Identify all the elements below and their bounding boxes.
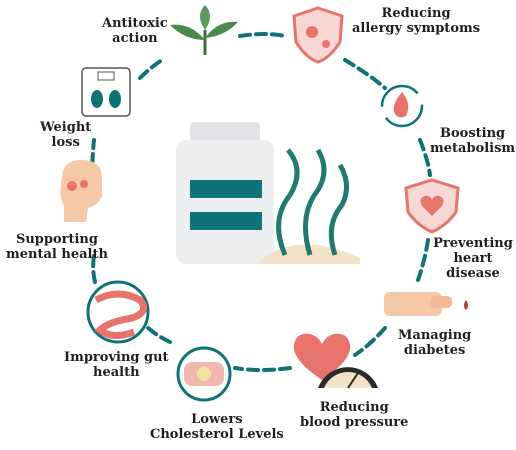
benefit-label-blood-pressure: Reducing blood pressure: [300, 400, 409, 430]
leaf-sprout-icon: [170, 5, 238, 55]
head-gears-icon: [60, 160, 102, 222]
connector: [138, 58, 164, 80]
connector: [233, 366, 292, 372]
connector: [91, 253, 97, 284]
benefit-label-allergy: Reducing allergy symptoms: [352, 6, 481, 36]
heart-gauge-icon: [293, 333, 378, 389]
supplement-jar-seaweed-icon: [176, 122, 360, 264]
finger-blood-drop-icon: [384, 292, 468, 316]
benefit-label-mental: Supporting mental health: [6, 232, 108, 262]
shield-virus-icon: [292, 6, 344, 64]
connector: [343, 58, 387, 90]
scale-feet-icon: [81, 67, 131, 117]
connector: [416, 238, 430, 282]
connector: [143, 323, 172, 344]
benefit-label-cholesterol: Lowers Cholesterol Levels: [150, 412, 284, 442]
benefit-label-diabetes: Managing diabetes: [398, 328, 472, 358]
benefit-label-heart: Preventing heart disease: [433, 236, 513, 281]
connector: [353, 326, 387, 357]
benefit-label-metabolism: Boosting metabolism: [430, 126, 516, 156]
benefit-label-weight: Weight loss: [40, 120, 92, 150]
flame-cycle-icon: [380, 84, 424, 128]
intestine-icon: [86, 280, 150, 344]
artery-cholesterol-icon: [176, 346, 232, 402]
connector: [418, 138, 432, 177]
benefit-label-antitoxic: Antitoxic action: [102, 16, 168, 46]
heart-shield-icon: [404, 178, 460, 234]
benefit-label-gut: Improving gut health: [64, 350, 169, 380]
connector: [238, 32, 287, 38]
